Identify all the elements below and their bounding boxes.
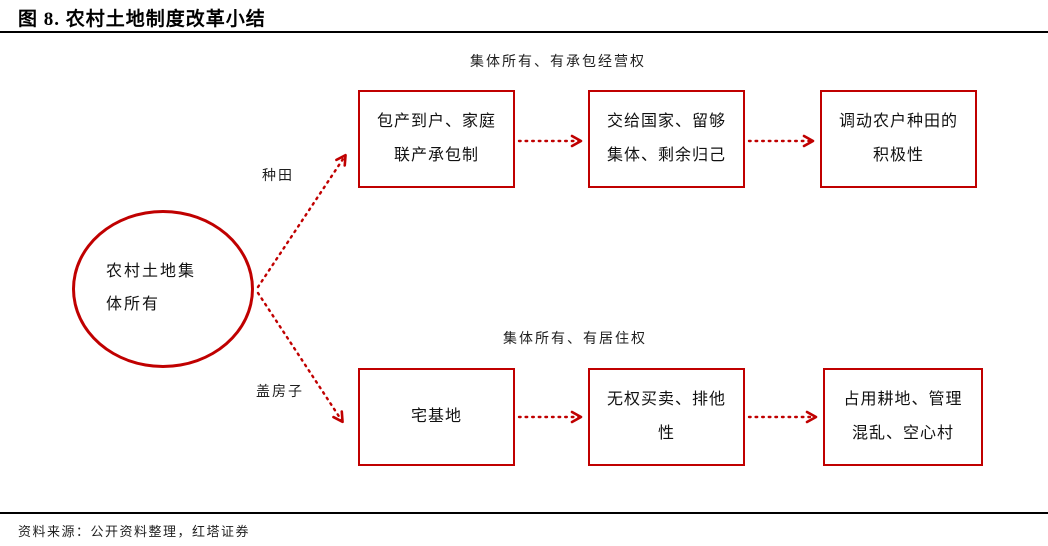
group-label-housing: 集体所有、有居住权 [503,332,647,347]
figure-title: 图 8. 农村土地制度改革小结 [18,9,266,30]
node-farming-enthusiasm: 调动农户种田的积极性 [820,90,977,188]
node-root-collective-ownership: 农村土地集体所有 [72,210,254,368]
node-state-collective-remainder: 交给国家、留够集体、剩余归己 [588,90,745,188]
node-homestead: 宅基地 [358,368,515,466]
title-underline [0,31,1048,33]
node-land-occupation-problems: 占用耕地、管理混乱、空心村 [823,368,983,466]
node-label: 占用耕地、管理混乱、空心村 [843,391,963,442]
node-label: 宅基地 [410,408,462,426]
node-label: 包产到户、家庭联产承包制 [376,113,496,164]
edge-label-farming: 种田 [262,169,294,184]
node-no-trading-exclusive: 无权买卖、排他性 [588,368,745,466]
node-label: 交给国家、留够集体、剩余归己 [606,113,726,164]
group-label-farming: 集体所有、有承包经营权 [470,55,646,70]
node-label: 调动农户种田的积极性 [838,113,958,164]
source-note: 资料来源：公开资料整理，红塔证券 [18,524,251,539]
node-label: 无权买卖、排他性 [606,391,726,442]
node-root-label: 农村土地集体所有 [106,263,197,313]
edge-label-housing: 盖房子 [256,385,304,400]
edge-root-to-housing [256,291,344,424]
node-household-contract: 包产到户、家庭联产承包制 [358,90,515,188]
footer-rule [0,512,1048,514]
